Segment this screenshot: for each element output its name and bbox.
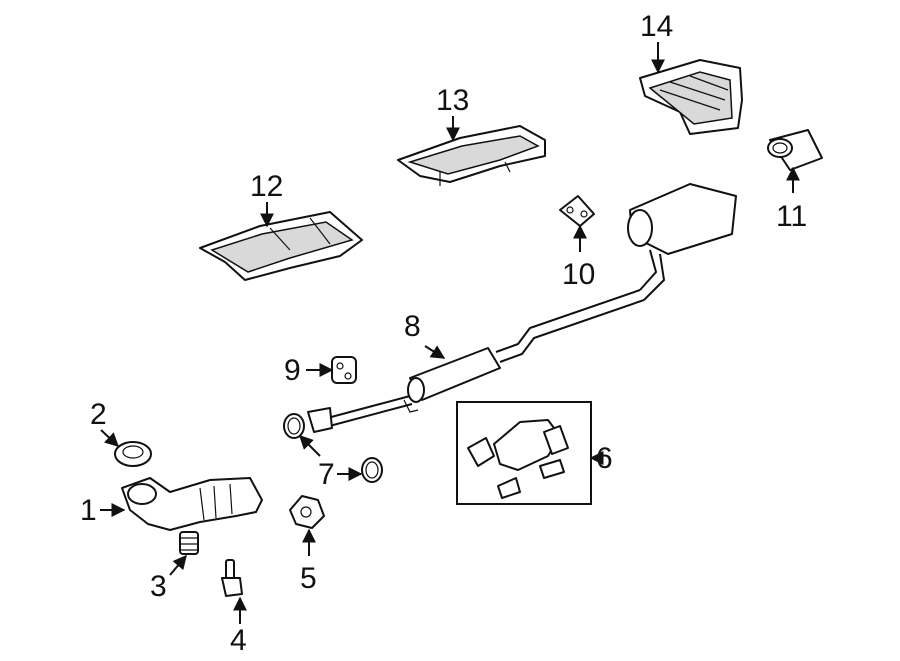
callout-3: 3 (150, 570, 167, 603)
part-13-heat-shield[interactable] (397, 125, 546, 186)
callout-7: 7 (318, 458, 335, 491)
part-5-clamp[interactable] (289, 495, 325, 529)
callout-14: 14 (640, 10, 673, 43)
part-7-gasket[interactable] (361, 457, 383, 483)
callout-12: 12 (250, 170, 283, 203)
part-11-tail-pipe-finisher[interactable] (767, 129, 823, 171)
callout-5: 5 (300, 562, 317, 595)
callout-11: 11 (776, 200, 807, 233)
part-3-spring[interactable] (179, 531, 199, 555)
callout-13: 13 (436, 84, 469, 117)
part-12-heat-shield[interactable] (199, 211, 363, 281)
part-1-front-pipe[interactable] (121, 477, 263, 531)
callout-1: 1 (80, 494, 97, 527)
callout-9: 9 (284, 354, 301, 387)
part-10-hanger-bracket[interactable] (559, 195, 595, 227)
part-8-muffler-assembly[interactable] (307, 183, 737, 433)
part-2-gasket-ring[interactable] (114, 441, 152, 467)
callout-6: 6 (596, 442, 613, 475)
part-14-heat-shield[interactable] (639, 59, 743, 135)
callout-2: 2 (90, 398, 107, 431)
callout-10: 10 (562, 258, 595, 291)
part-4-bolt[interactable] (221, 559, 243, 597)
callout-4: 4 (230, 624, 247, 657)
part-7-gasket-upper[interactable] (283, 413, 305, 439)
part-6-converter-box[interactable] (456, 401, 592, 505)
callout-arrows (100, 42, 800, 624)
part-9-rubber-hanger[interactable] (331, 356, 357, 384)
callout-8: 8 (404, 310, 421, 343)
